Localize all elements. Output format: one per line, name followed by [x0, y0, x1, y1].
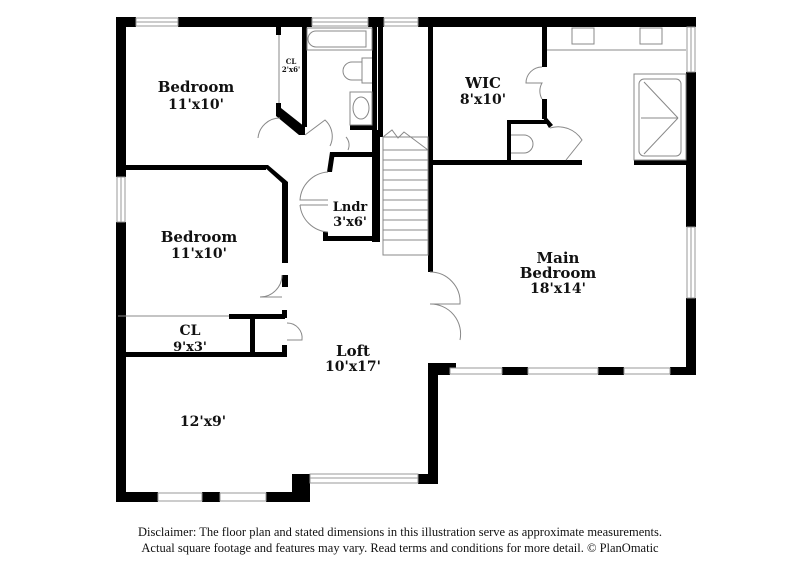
- walls: [116, 17, 696, 502]
- room-name-main-bedroom-line1: Main: [537, 249, 580, 267]
- room-name-loft: Loft: [336, 342, 370, 360]
- room-name-main-bedroom-line2: Bedroom: [520, 264, 597, 282]
- room-dims-bedroom-1: 11'x10': [168, 97, 224, 113]
- room-labels: Bedroom 11'x10' CL 2'x6' Bedroom 11'x10'…: [158, 57, 597, 430]
- room-name-closet-small: CL: [286, 57, 297, 66]
- room-dims-laundry: 3'x6': [333, 215, 367, 230]
- disclaimer-line-2: Actual square footage and features may v…: [141, 541, 659, 555]
- disclaimer: Disclaimer: The floor plan and stated di…: [0, 524, 800, 556]
- room-dims-closet-small: 2'x6': [282, 65, 300, 74]
- room-name-bedroom-2: Bedroom: [161, 228, 238, 246]
- room-name-bedroom-1: Bedroom: [158, 78, 235, 96]
- room-name-closet: CL: [180, 323, 201, 339]
- room-dims-loft: 10'x17': [325, 359, 381, 375]
- fixtures: [118, 27, 687, 341]
- room-dims-unnamed: 12'x9': [180, 414, 226, 430]
- windows: [116, 17, 696, 502]
- room-dims-closet: 9'x3': [173, 340, 207, 355]
- room-name-wic: WIC: [464, 74, 501, 92]
- room-dims-bedroom-2: 11'x10': [171, 246, 227, 262]
- room-dims-wic: 8'x10': [460, 92, 506, 108]
- stairs: [382, 129, 429, 256]
- room-dims-main-bedroom: 18'x14': [530, 281, 586, 297]
- room-name-laundry: Lndr: [333, 200, 368, 215]
- disclaimer-line-1: Disclaimer: The floor plan and stated di…: [138, 525, 662, 539]
